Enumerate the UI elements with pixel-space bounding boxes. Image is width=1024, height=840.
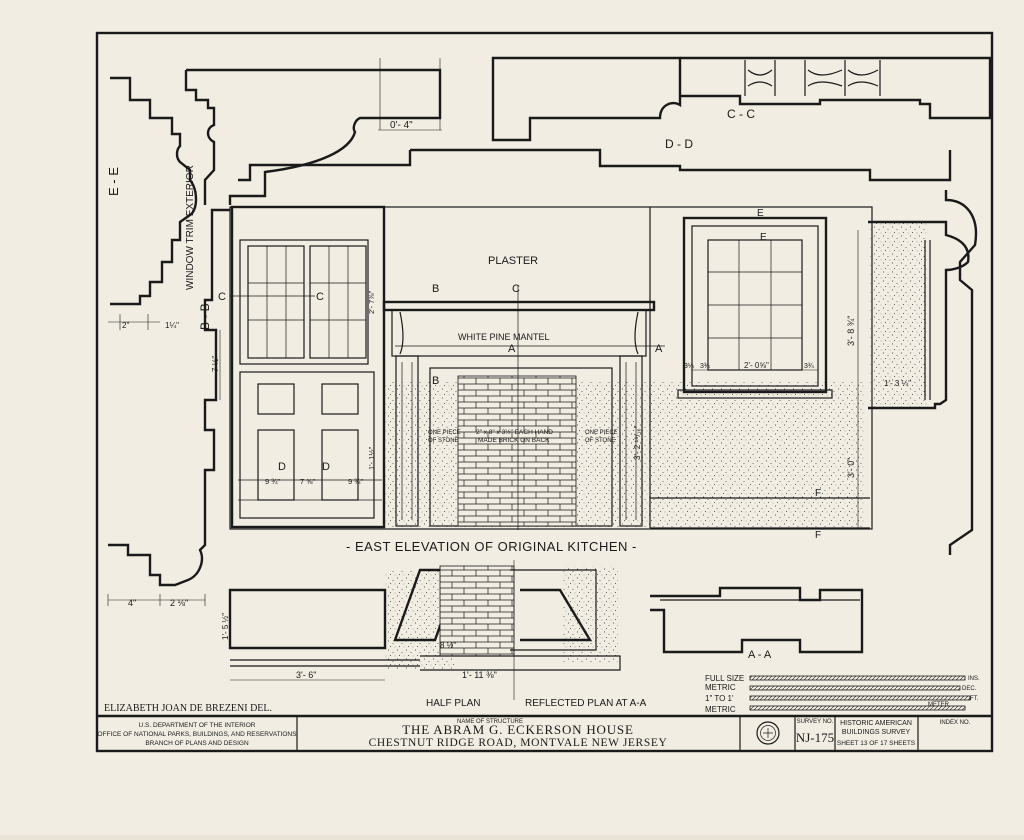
- agency-line-3: BRANCH OF PLANS AND DESIGN: [145, 740, 249, 747]
- dim-3-0: 3'- 0": [846, 458, 856, 478]
- survey-number-label: SURVEY NO.: [797, 719, 834, 725]
- window-trim-label: WINDOW TRIM EXTERIOR: [185, 165, 196, 290]
- habs-seal: [756, 721, 780, 745]
- dim-3-3-4: 3¾: [700, 363, 710, 370]
- agency-line-2: OFFICE OF NATIONAL PARKS, BUILDINGS, AND…: [98, 731, 298, 738]
- section-mark-a-2: A: [655, 343, 663, 355]
- section-mark-c-2: C: [316, 291, 324, 303]
- dim-3-8: 3'- 8 ¾": [846, 316, 856, 346]
- section-a-a: A - A: [650, 586, 864, 661]
- dim-3-6: 3'- 6": [296, 670, 316, 680]
- dim-9-3-4-b: 9 ¾": [348, 477, 364, 486]
- dim-1-1-4: 1¼": [165, 321, 179, 330]
- habs-line-1: HISTORIC AMERICAN: [840, 720, 912, 727]
- brick-note-1: 2" x 8" x 3½" EACH HAND: [476, 428, 553, 436]
- sheet-border: [95, 31, 994, 753]
- dim-9-3-4: 9 ¾": [265, 477, 281, 486]
- section-label-a-a: A - A: [748, 649, 772, 661]
- dim-1-5: 1'- 5 ½": [221, 613, 230, 640]
- half-plan-label: HALF PLAN: [426, 698, 480, 709]
- section-mark-a: A: [508, 343, 516, 355]
- dim-2-1-8: 2 ⅛": [170, 598, 188, 608]
- section-mark-f: F: [815, 488, 821, 499]
- structure-name: THE ABRAM G. ECKERSON HOUSE: [402, 722, 633, 737]
- section-mark-d-2: D: [322, 461, 330, 473]
- profile-e-e: E - E WINDOW TRIM EXTERIOR 2" 1¼": [106, 70, 216, 330]
- scale-unit-inches: INS.: [968, 676, 980, 682]
- section-label-b-b: B - B: [198, 303, 212, 330]
- mantel-label: WHITE PINE MANTEL: [458, 332, 550, 342]
- scale-unit-ft: FT.: [970, 696, 979, 702]
- section-mark-d: D: [278, 461, 286, 473]
- half-plan: 3'- 6" 1'- 11 ⅜" 8 ½" 1'- 5 ½" HALF PLAN…: [221, 560, 647, 709]
- section-label-c-c: C - C: [727, 107, 755, 121]
- stone-note-left-1: ONE PIECE: [428, 430, 461, 436]
- scale-metric-label: METRIC: [705, 683, 736, 692]
- dim-2-0: 2'- 0⅝": [744, 361, 769, 370]
- index-number-label: INDEX NO.: [940, 720, 971, 726]
- moulding-d-d: D - D: [238, 137, 952, 182]
- section-mark-f-2: F: [815, 530, 821, 541]
- cupboard: C C D D 7 ⅝" 9 ¾" 9 ¾" 2'- 7⅞" 1'- 1½": [218, 205, 386, 529]
- title-block: ELIZABETH JOAN DE BREZENI DEL. U.S. DEPA…: [97, 703, 992, 751]
- section-mark-c: C: [218, 291, 226, 303]
- stone-note-right-1: ONE PIECE: [585, 430, 618, 436]
- section-mark-e: E: [757, 208, 764, 219]
- dim-1-11: 1'- 11 ⅜": [462, 670, 497, 680]
- dim-7-half: 7 ½": [211, 356, 220, 372]
- moulding-top-left: 0'- 4": [186, 58, 442, 205]
- section-mark-c-3: C: [512, 283, 520, 295]
- section-mark-b-2: B: [432, 375, 439, 387]
- graphic-scales: FULL SIZE METRIC 1" TO 1' METRIC INS. DE…: [705, 674, 980, 714]
- stone-note-left-2: OF STONE: [428, 438, 459, 444]
- sheet-number: SHEET 13 OF 17 SHEETS: [837, 740, 916, 747]
- mantel: B B C A A WHITE PINE MANTEL 2" x 8" x 3½…: [382, 255, 665, 530]
- section-mark-e-2: E: [760, 232, 767, 243]
- dim-1-3: 1'- 3 ¼": [884, 379, 911, 388]
- dim-3-2: 3'- 2 ¹⁶/₁₆": [633, 425, 642, 460]
- survey-number: NJ-175: [796, 730, 834, 745]
- dim-0-4: 0'- 4": [390, 120, 413, 131]
- dim-2-7-8: 2'- 7⅞": [367, 290, 376, 314]
- scale-unit-meter: METER: [928, 702, 950, 708]
- dim-1-1-2: 1'- 1½": [367, 446, 376, 470]
- window: E E 2'- 0⅝" 3¼ 3¾ 3¾ F F 3'- 8 ¾" 3'- 0": [650, 208, 870, 541]
- scale-unit-dec: DEC.: [962, 686, 977, 692]
- stone-note-right-2: OF STONE: [585, 438, 616, 444]
- dim-3-3-4-b: 3¾: [804, 363, 814, 370]
- dim-2in: 2": [122, 321, 129, 330]
- structure-location: CHESTNUT RIDGE ROAD, MONTVALE NEW JERSEY: [369, 737, 668, 749]
- dim-4in: 4": [128, 598, 136, 608]
- structure-name-label: NAME OF STRUCTURE: [457, 719, 523, 725]
- dim-8-1-2: 8 ½": [440, 641, 456, 650]
- scale-metric-label-2: METRIC: [705, 705, 736, 714]
- section-label-e-e: E - E: [106, 167, 121, 196]
- agency-line-1: U.S. DEPARTMENT OF THE INTERIOR: [139, 722, 256, 729]
- brick-note-2: MADE BRICK ON BACK: [478, 437, 550, 444]
- plaster-label: PLASTER: [488, 255, 538, 267]
- habs-line-2: BUILDINGS SURVEY: [842, 729, 911, 736]
- scale-full-size-label: FULL SIZE: [705, 674, 744, 683]
- dim-3-1-4: 3¼: [684, 363, 694, 370]
- profile-b-b: B - B 7 ½": [198, 208, 230, 530]
- window-section: 1'- 3 ¼": [868, 190, 978, 555]
- delineator: ELIZABETH JOAN DE BREZENI DEL.: [104, 703, 272, 714]
- dim-7-5-8: 7 ⅝": [300, 477, 316, 486]
- elevation-title: - EAST ELEVATION OF ORIGINAL KITCHEN -: [346, 539, 637, 554]
- profile-lower-left: 4" 2 ⅛": [107, 530, 207, 608]
- reflected-plan-label: REFLECTED PLAN AT A-A: [525, 698, 647, 709]
- scale-1-to-1-label: 1" TO 1': [705, 694, 734, 703]
- moulding-c-c: C - C: [491, 56, 992, 142]
- section-mark-b: B: [432, 283, 439, 295]
- section-label-d-d: D - D: [665, 137, 693, 151]
